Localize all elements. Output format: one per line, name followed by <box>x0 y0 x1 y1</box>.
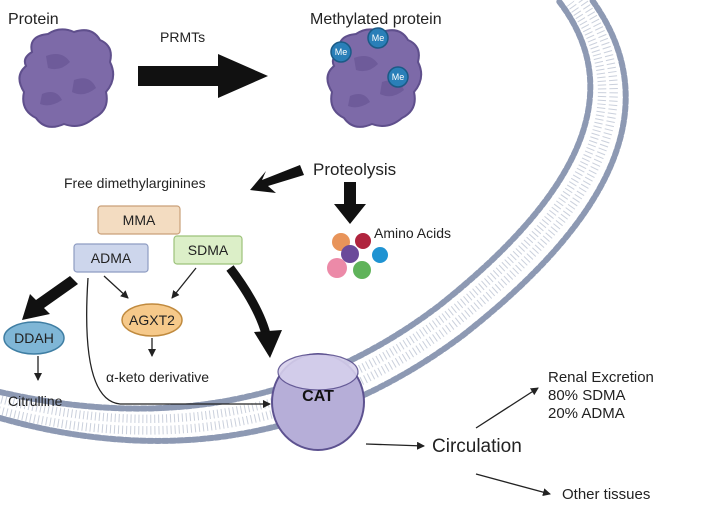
renal-adma-label: 20% ADMA <box>548 405 625 422</box>
membrane-outer-heads <box>0 0 594 412</box>
cat-transporter: CAT <box>271 353 365 451</box>
methylated-protein-label: Methylated protein <box>310 11 442 28</box>
membrane-inner-heads <box>0 0 629 444</box>
methyl-tag-2: Me <box>367 27 389 49</box>
arrow-to-amino-acids <box>334 182 366 224</box>
methyl-tag-label-3: Me <box>392 72 405 82</box>
methyl-tag-label-1: Me <box>335 47 348 57</box>
free-dimethylarginines-label: Free dimethylarginines <box>64 175 206 191</box>
arrow-sdma-to-cat-head <box>254 330 282 358</box>
arrow-cat-to-circulation <box>365 441 425 450</box>
adma-box: ADMA <box>73 243 149 273</box>
amino-acids-cluster <box>327 233 388 279</box>
adma-label: ADMA <box>91 250 132 266</box>
mma-label: MMA <box>123 212 156 228</box>
arrow-adma-to-agxt2 <box>103 275 129 299</box>
cell-membrane <box>0 0 629 444</box>
renal-sdma-label: 80% SDMA <box>548 387 626 404</box>
renal-excretion-label: Renal Excretion <box>548 369 654 386</box>
prmts-label: PRMTs <box>160 29 205 45</box>
agxt2-enzyme: AGXT2 <box>121 303 183 337</box>
protein-blob <box>18 28 115 128</box>
arrow-to-free-dimethylarginines <box>250 165 304 193</box>
arrow-circulation-to-other-tissues <box>475 473 551 497</box>
arrow-adma-to-cat <box>86 277 271 408</box>
proteolysis-label: Proteolysis <box>313 160 396 179</box>
methyl-tag-1: Me <box>330 41 352 63</box>
ddah-enzyme: DDAH <box>3 321 65 355</box>
arrow-sdma-to-agxt2 <box>171 267 197 299</box>
cat-label: CAT <box>302 388 334 405</box>
circulation-label: Circulation <box>432 436 522 457</box>
citrulline-label: Citrulline <box>8 393 63 409</box>
agxt2-label: AGXT2 <box>129 312 175 328</box>
methyl-tag-label-2: Me <box>372 33 385 43</box>
sdma-label: SDMA <box>188 242 229 258</box>
ddah-label: DDAH <box>14 330 54 346</box>
arrow-sdma-to-cat <box>226 265 271 336</box>
methyl-tag-3: Me <box>387 66 409 88</box>
sdma-box: SDMA <box>173 235 243 265</box>
alpha-keto-label: α-keto derivative <box>106 369 209 385</box>
other-tissues-label: Other tissues <box>562 486 650 503</box>
amino-acids-label: Amino Acids <box>374 225 451 241</box>
prmts-arrow <box>138 54 268 98</box>
protein-label: Protein <box>8 11 59 28</box>
mma-box: MMA <box>97 205 181 235</box>
arrow-circulation-to-renal <box>475 387 539 429</box>
arrow-adma-to-ddah <box>22 276 78 320</box>
